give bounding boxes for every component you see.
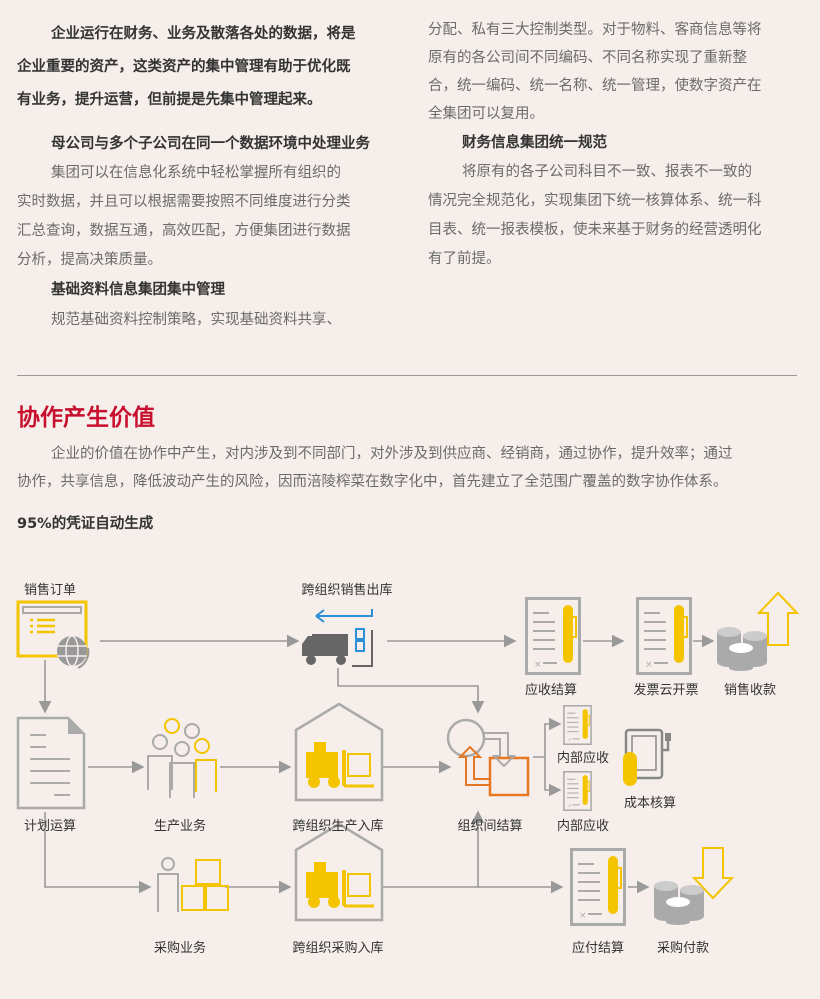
intro-line: 企业重要的资产，这类资产的集中管理有助于优化既: [17, 59, 351, 75]
body-line: 原有的各公司间不同编码、不同名称实现了重新整: [428, 50, 747, 66]
ar-settlement-icon: [525, 597, 581, 675]
body-line: 全集团可以复用。: [428, 106, 544, 122]
body-line: 合，统一编码、统一名称、统一管理，使数字资产在: [428, 78, 762, 94]
body-line: 分配、私有三大控制类型。对于物料、客商信息等将: [428, 22, 762, 38]
arrow-up-icon: [756, 591, 800, 646]
heading-parent-company: 母公司与多个子公司在同一个数据环境中处理业务: [51, 136, 370, 152]
body-line: 分析，提高决策质量。: [17, 252, 162, 268]
label-cross-org-production-in: 跨组织生产入库: [292, 819, 384, 834]
body-line: 将原有的各子公司科目不一致、报表不一致的: [462, 164, 752, 180]
label-purchase-payment: 采购付款: [656, 941, 710, 956]
label-cost-accounting: 成本核算: [623, 796, 677, 811]
coins-icon: [654, 881, 704, 925]
internal-ar-icon: [563, 705, 592, 745]
flow-arrows: [38, 634, 715, 894]
arrow-down-icon: [691, 847, 735, 900]
label-purchasing: 采购业务: [153, 941, 207, 956]
label-production: 生产业务: [153, 819, 207, 834]
inter-org-settlement-icon: [446, 718, 530, 797]
sales-order-icon: [16, 600, 90, 669]
internal-ar-icon: [563, 771, 592, 811]
label-sales-collection: 销售收款: [723, 683, 777, 698]
body-line: 实时数据，并且可以根据需要按照不同维度进行分类: [17, 194, 351, 210]
label-planning: 计划运算: [23, 819, 77, 834]
label-cross-org-sales-out: 跨组织销售出库: [301, 583, 393, 598]
ap-settlement-icon: [570, 848, 626, 926]
warehouse-purchase-icon: [294, 822, 384, 922]
right-column: 分配、私有三大控制类型。对于物料、客商信息等将 原有的各公司间不同编码、不同名称…: [428, 16, 798, 274]
section-divider: [17, 375, 797, 376]
body-line: 目表、统一报表模板，使未来基于财务的经营透明化: [428, 222, 762, 238]
section-title: 协作产生价值: [17, 405, 155, 431]
warehouse-production-icon: [294, 702, 384, 802]
invoice-icon: [636, 597, 692, 675]
coins-icon: [717, 627, 767, 671]
people-icon: [147, 718, 217, 798]
paragraph-line: 协作，共享信息，降低波动产生的风险，因而涪陵榨菜在数字化中，首先建立了全范围广覆…: [17, 474, 728, 490]
cost-accounting-icon: [623, 728, 671, 786]
label-ar-settlement: 应收结算: [524, 683, 578, 698]
body-line: 规范基础资料控制策略，实现基础资料共享、: [51, 312, 341, 328]
intro-line: 有业务，提升运营，但前提是先集中管理起来。: [17, 92, 322, 108]
truck-icon: [302, 609, 373, 667]
body-line: 有了前提。: [428, 251, 501, 267]
purchasing-icon: [157, 857, 229, 912]
collaboration-flow-diagram: ×: [0, 560, 820, 999]
heading-finance: 财务信息集团统一规范: [462, 135, 607, 151]
voucher-subtitle: 95%的凭证自动生成: [17, 516, 154, 532]
paragraph-line: 企业的价值在协作中产生，对内涉及到不同部门，对外涉及到供应商、经销商，通过协作，…: [51, 446, 733, 462]
body-line: 情况完全规范化，实现集团下统一核算体系、统一科: [428, 193, 762, 209]
label-invoice-cloud: 发票云开票: [633, 683, 699, 698]
label-ap-settlement: 应付结算: [571, 941, 625, 956]
heading-master-data: 基础资料信息集团集中管理: [51, 282, 225, 298]
label-inter-org-settlement: 组织间结算: [457, 819, 523, 834]
label-internal-ar: 内部应收: [556, 819, 610, 834]
intro-line: 企业运行在财务、业务及散落各处的数据，将是: [51, 26, 356, 42]
section-paragraph: 企业的价值在协作中产生，对内涉及到不同部门，对外涉及到供应商、经销商，通过协作，…: [17, 440, 733, 496]
body-line: 集团可以在信息化系统中轻松掌握所有组织的: [51, 165, 341, 181]
label-sales-order: 销售订单: [23, 583, 77, 598]
label-internal-ar: 内部应收: [556, 751, 610, 766]
planning-doc-icon: [16, 716, 86, 810]
left-column: 企业运行在财务、业务及散落各处的数据，将是 企业重要的资产，这类资产的集中管理有…: [17, 18, 387, 335]
label-cross-org-purchase-in: 跨组织采购入库: [292, 941, 384, 956]
body-line: 汇总查询，数据互通，高效匹配，方便集团进行数据: [17, 223, 351, 239]
